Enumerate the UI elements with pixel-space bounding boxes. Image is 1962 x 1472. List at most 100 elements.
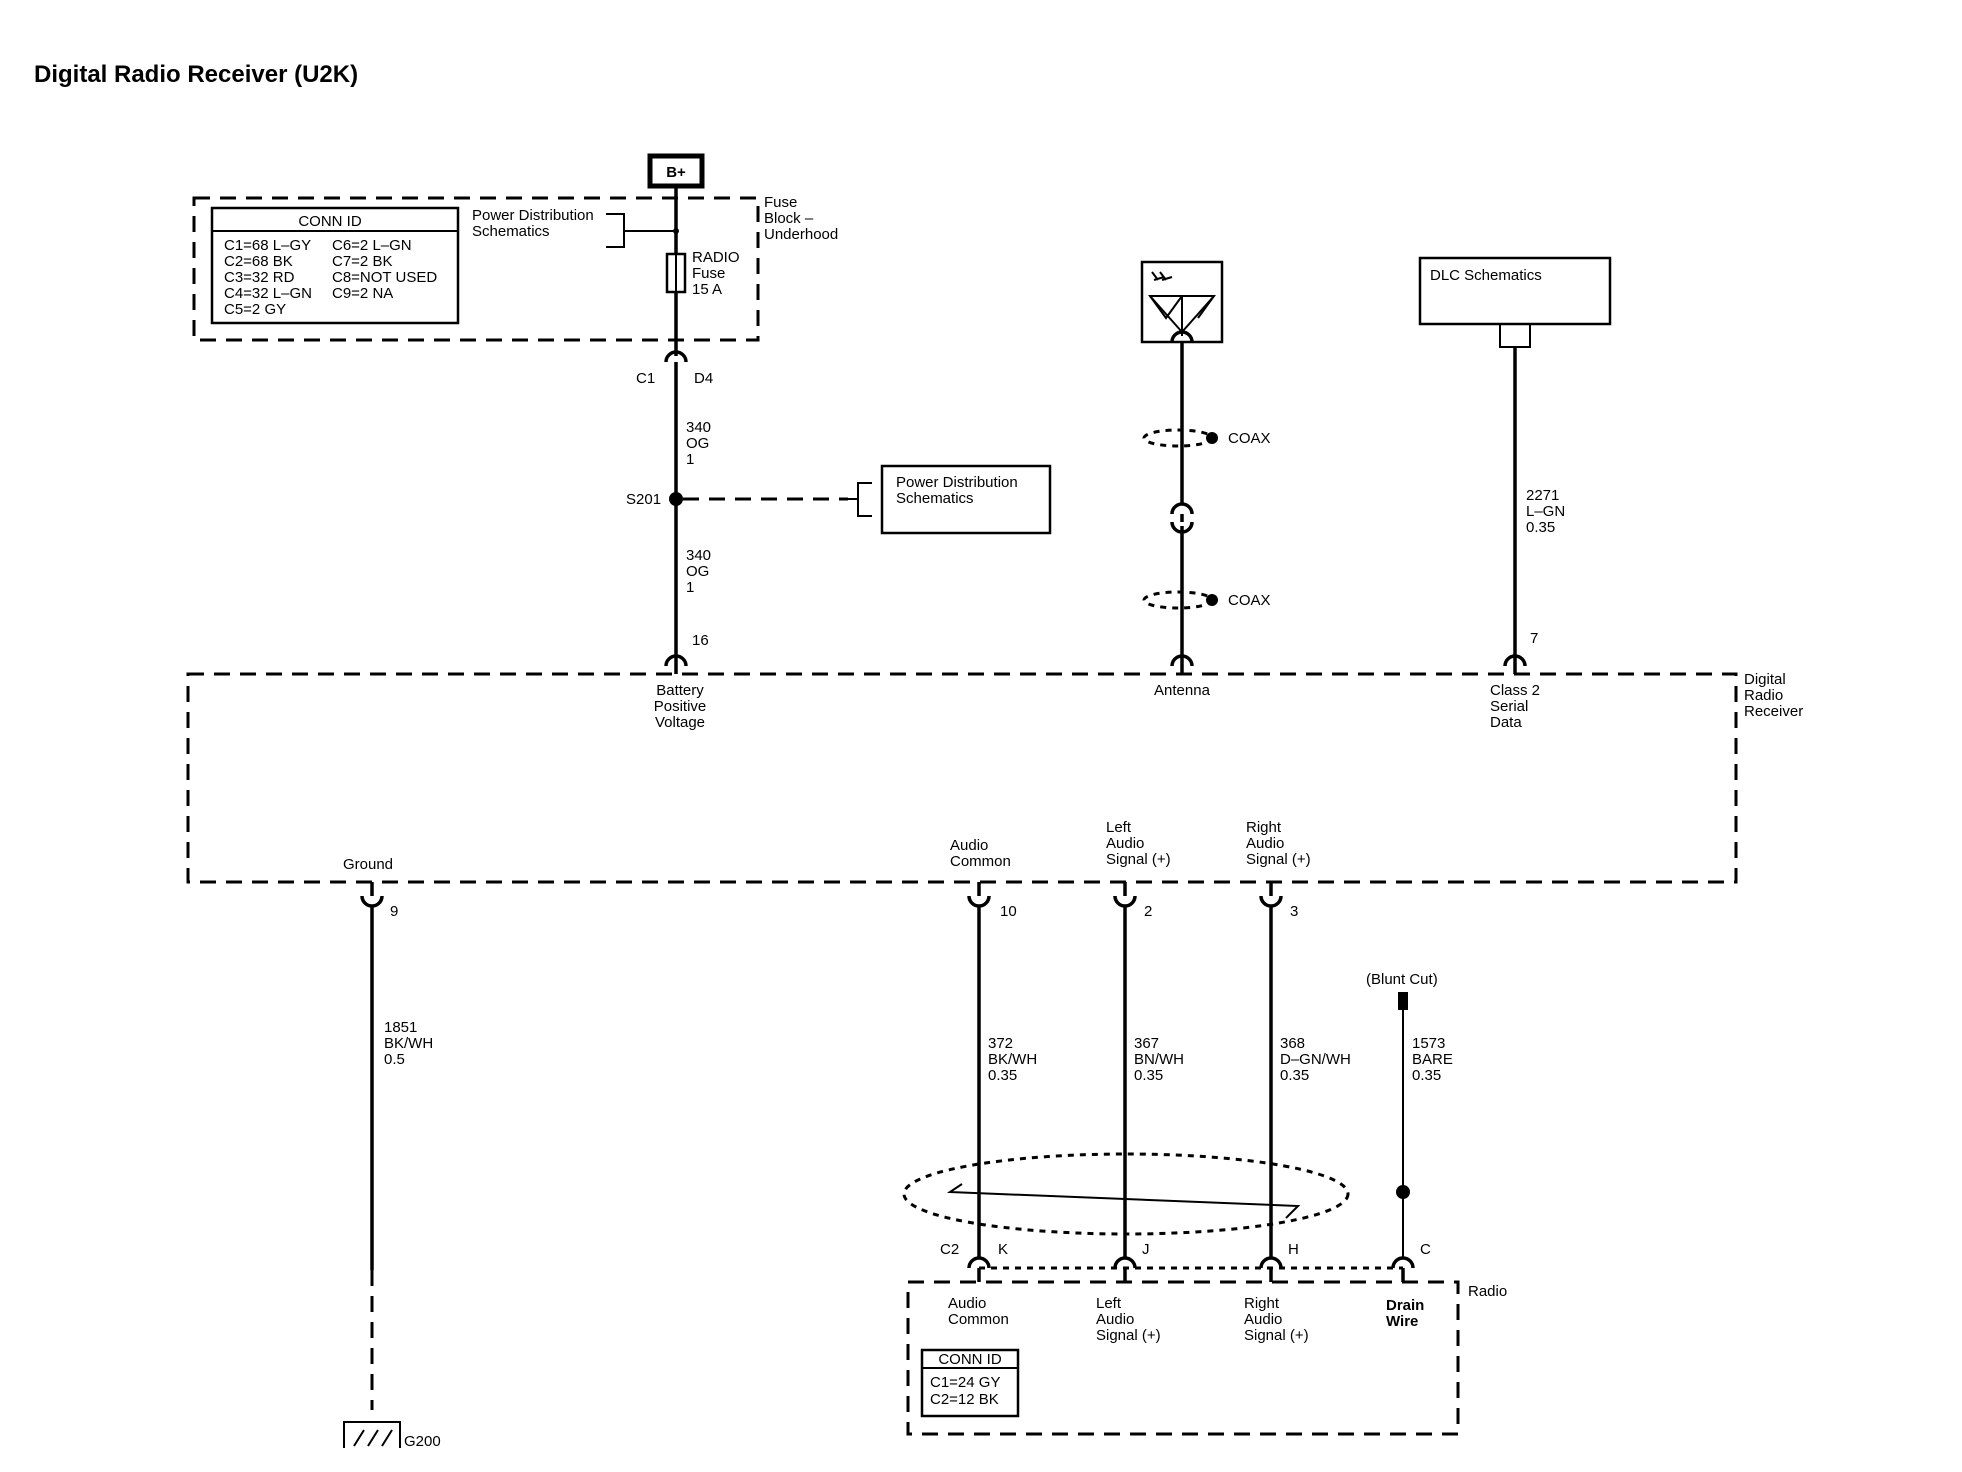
svg-text:0.35: 0.35 xyxy=(1412,1067,1441,1084)
dlc-schematics-box xyxy=(1418,256,1612,326)
svg-text:Positive: Positive xyxy=(654,698,707,715)
radio-drain-wire-label: Drain Wire xyxy=(1386,1297,1424,1330)
svg-text:340: 340 xyxy=(686,547,711,564)
pin-2-label: 2 xyxy=(1144,903,1152,920)
pin-9-connector xyxy=(360,895,384,908)
svg-text:C6=2 L–GN: C6=2 L–GN xyxy=(332,237,412,254)
diagram-title: Digital Radio Receiver (U2K) xyxy=(34,61,358,88)
svg-text:Left: Left xyxy=(1096,1295,1122,1312)
radio-name-label: Radio xyxy=(1468,1283,1507,1300)
radio-pin-h-label: H xyxy=(1288,1241,1299,1258)
svg-text:Audio: Audio xyxy=(1246,835,1284,852)
svg-text:C5=2 GY: C5=2 GY xyxy=(224,301,286,318)
svg-text:Audio: Audio xyxy=(1244,1311,1282,1328)
wire-368-label: 368 D–GN/WH 0.35 xyxy=(1280,1035,1351,1084)
svg-text:Wire: Wire xyxy=(1386,1313,1418,1330)
audio-common-terminal-label: Audio Common xyxy=(950,837,1011,870)
coax-label-1: COAX xyxy=(1228,430,1271,447)
svg-text:Digital: Digital xyxy=(1744,671,1786,688)
svg-text:Receiver: Receiver xyxy=(1744,703,1803,720)
antenna-terminal-label: Antenna xyxy=(1154,682,1211,699)
svg-text:Right: Right xyxy=(1244,1295,1280,1312)
conn-id-header: CONN ID xyxy=(298,213,362,230)
svg-text:0.5: 0.5 xyxy=(384,1051,405,1068)
svg-text:Underhood: Underhood xyxy=(764,226,838,243)
svg-text:1: 1 xyxy=(686,579,694,596)
svg-text:15 A: 15 A xyxy=(692,281,722,298)
svg-text:0.35: 0.35 xyxy=(1134,1067,1163,1084)
conn-id-left-column: C1=68 L–GY C2=68 BK C3=32 RD C4=32 L–GN … xyxy=(224,237,312,318)
wire-2271-label: 2271 L–GN 0.35 xyxy=(1526,487,1565,536)
wire-367-label: 367 BN/WH 0.35 xyxy=(1134,1035,1184,1084)
wire-340-upper-label: 340 OG 1 xyxy=(686,419,711,468)
svg-text:Radio: Radio xyxy=(1744,687,1783,704)
right-audio-terminal-label: Right Audio Signal (+) xyxy=(1246,819,1311,868)
svg-text:1851: 1851 xyxy=(384,1019,417,1036)
battery-source-label: B+ xyxy=(666,164,686,181)
pin-16-label: 16 xyxy=(692,632,709,649)
svg-text:Power Distribution: Power Distribution xyxy=(896,474,1018,491)
ground-g200-label: G200 xyxy=(404,1433,441,1450)
svg-text:C8=NOT USED: C8=NOT USED xyxy=(332,269,437,286)
antenna-inline-connector xyxy=(1170,502,1194,515)
svg-text:Fuse: Fuse xyxy=(764,194,797,211)
conn-id-right-column: C6=2 L–GN C7=2 BK C8=NOT USED C9=2 NA xyxy=(332,237,437,302)
svg-text:L–GN: L–GN xyxy=(1526,503,1565,520)
coax-shield-1 xyxy=(1142,428,1214,448)
left-audio-terminal-label: Left Audio Signal (+) xyxy=(1106,819,1171,868)
blunt-cut-end xyxy=(1398,992,1408,1010)
radio-conn-id-line-2: C2=12 BK xyxy=(930,1391,999,1408)
blunt-cut-label: (Blunt Cut) xyxy=(1366,971,1438,988)
pin-7-label: 7 xyxy=(1530,630,1538,647)
svg-text:Schematics: Schematics xyxy=(896,490,974,507)
digital-radio-receiver-boundary xyxy=(186,672,1738,884)
pin-3-connector xyxy=(1259,895,1283,908)
svg-text:0.35: 0.35 xyxy=(988,1067,1017,1084)
svg-text:Voltage: Voltage xyxy=(655,714,705,731)
svg-text:Signal (+): Signal (+) xyxy=(1246,851,1311,868)
svg-text:C4=32 L–GN: C4=32 L–GN xyxy=(224,285,312,302)
shielded-cable-ellipse xyxy=(902,1152,1350,1236)
radio-conn-id-header: CONN ID xyxy=(938,1351,1002,1368)
svg-text:Left: Left xyxy=(1106,819,1132,836)
fuse-block-label: Fuse Block – Underhood xyxy=(764,194,838,243)
svg-text:Schematics: Schematics xyxy=(472,223,550,240)
wire-1851-label: 1851 BK/WH 0.5 xyxy=(384,1019,433,1068)
svg-text:BK/WH: BK/WH xyxy=(384,1035,433,1052)
radio-boundary xyxy=(906,1280,1460,1436)
digital-radio-receiver-label: Digital Radio Receiver xyxy=(1744,671,1803,720)
svg-text:Power Distribution: Power Distribution xyxy=(472,207,594,224)
svg-text:Data: Data xyxy=(1490,714,1522,731)
svg-text:1573: 1573 xyxy=(1412,1035,1445,1052)
svg-text:368: 368 xyxy=(1280,1035,1305,1052)
svg-text:Class 2: Class 2 xyxy=(1490,682,1540,699)
fuse-block-boundary xyxy=(192,196,760,342)
connector-c1-label: C1 xyxy=(636,370,655,387)
svg-text:OG: OG xyxy=(686,563,709,580)
svg-text:Battery: Battery xyxy=(656,682,704,699)
radio-pin-j-label: J xyxy=(1142,1241,1150,1258)
svg-text:2271: 2271 xyxy=(1526,487,1559,504)
svg-text:OG: OG xyxy=(686,435,709,452)
svg-text:D–GN/WH: D–GN/WH xyxy=(1280,1051,1351,1068)
splice-s201 xyxy=(669,492,683,506)
shield-drain-link xyxy=(946,1183,1301,1219)
pin-9-label: 9 xyxy=(390,903,398,920)
svg-text:Signal (+): Signal (+) xyxy=(1096,1327,1161,1344)
wire-372-label: 372 BK/WH 0.35 xyxy=(988,1035,1037,1084)
svg-text:Block –: Block – xyxy=(764,210,814,227)
svg-text:0.35: 0.35 xyxy=(1280,1067,1309,1084)
pin-10-label: 10 xyxy=(1000,903,1017,920)
svg-text:BK/WH: BK/WH xyxy=(988,1051,1037,1068)
radio-fuse-label: RADIO Fuse 15 A xyxy=(692,249,740,298)
antenna-icon xyxy=(1148,271,1216,336)
svg-text:C9=2 NA: C9=2 NA xyxy=(332,285,393,302)
svg-text:C3=32 RD: C3=32 RD xyxy=(224,269,295,286)
svg-text:Common: Common xyxy=(948,1311,1009,1328)
svg-text:BARE: BARE xyxy=(1412,1051,1453,1068)
splice-s201-label: S201 xyxy=(626,491,661,508)
connector-d4-label: D4 xyxy=(694,370,713,387)
class-2-serial-data-label: Class 2 Serial Data xyxy=(1490,682,1540,731)
svg-text:C1=68 L–GY: C1=68 L–GY xyxy=(224,237,311,254)
svg-text:Signal (+): Signal (+) xyxy=(1244,1327,1309,1344)
